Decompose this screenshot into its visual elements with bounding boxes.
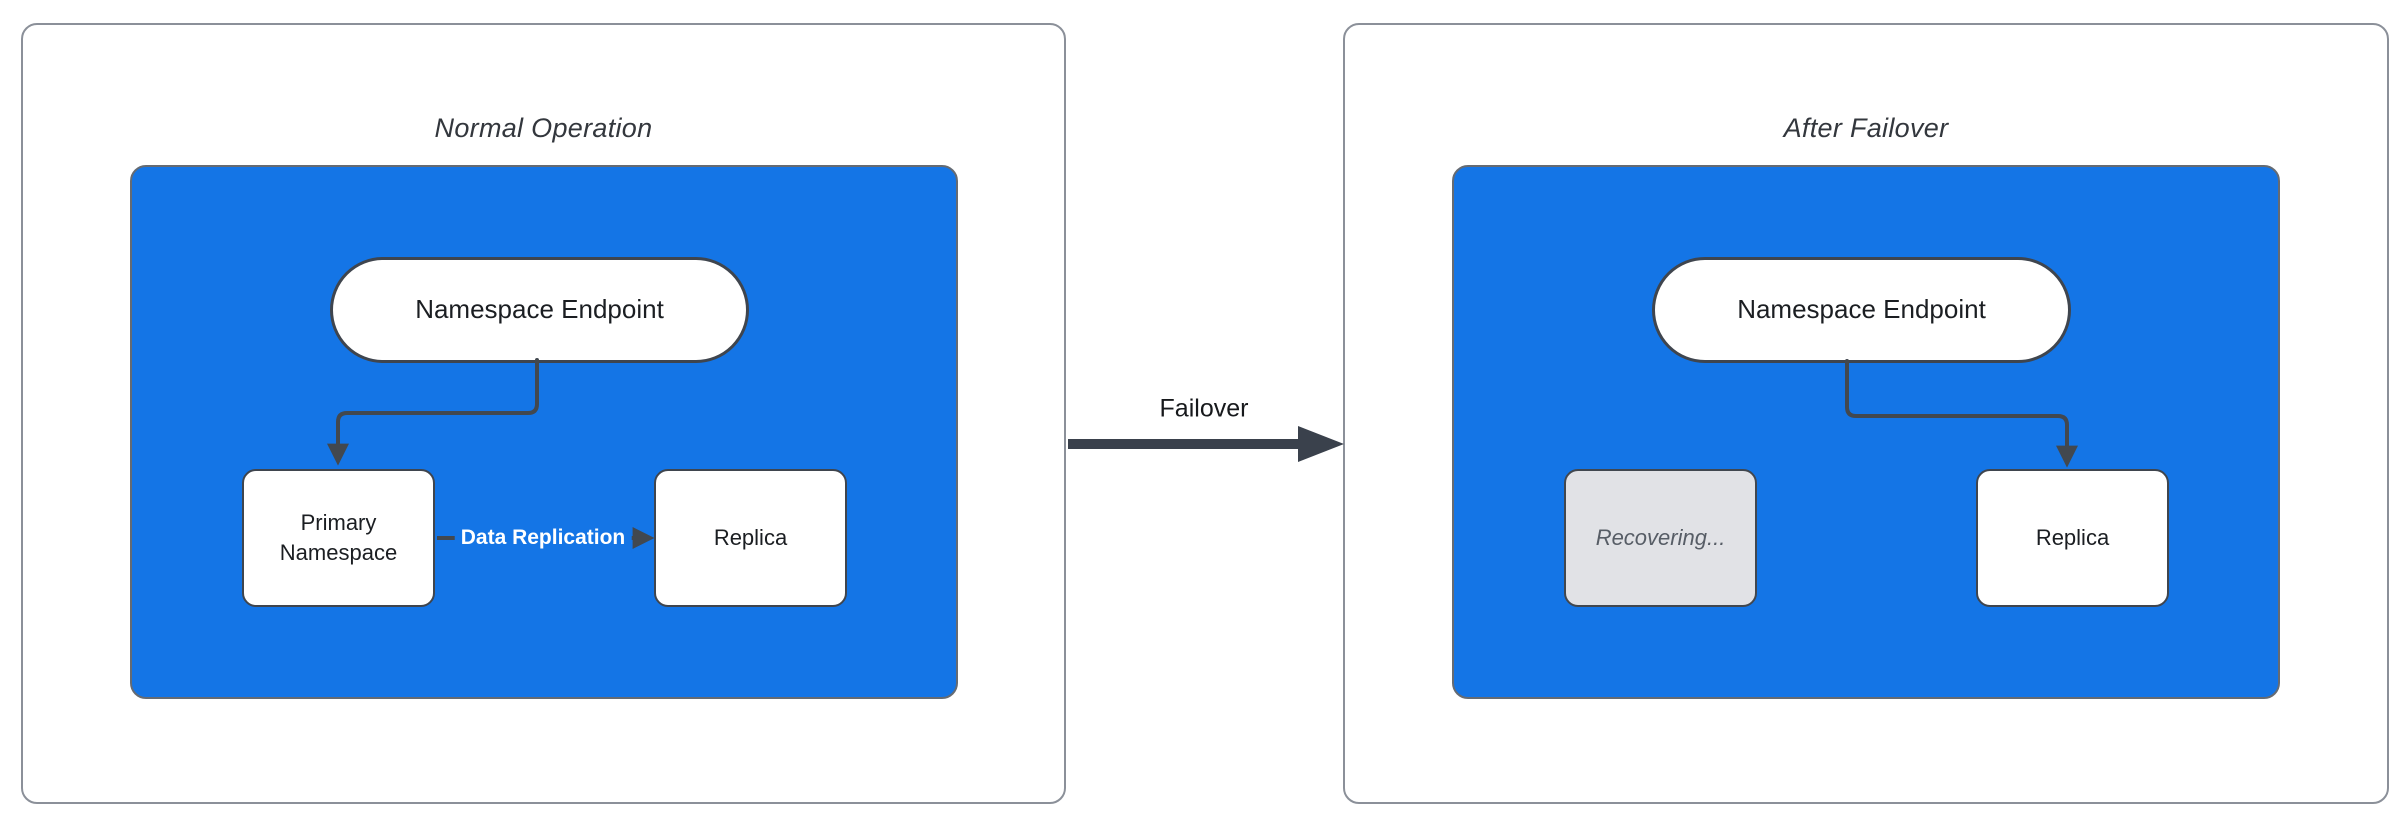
edge-label-data-replication: Data Replication [454, 523, 632, 553]
panel-title-normal-operation: Normal Operation [434, 113, 653, 143]
node-label: Replica [2035, 525, 2110, 551]
node-namespace-endpoint-left: Namespace Endpoint [330, 257, 749, 363]
node-namespace-endpoint-right: Namespace Endpoint [1652, 257, 2071, 363]
node-replica-right: Replica [1976, 469, 2169, 607]
node-label: Primary Namespace [279, 510, 398, 565]
panel-after-failover: After Failover Namespace Endpoint Recove… [1343, 23, 2389, 804]
namespace-container-failover: Namespace Endpoint Recovering... Replica [1452, 165, 2280, 699]
panel-title-after-failover: After Failover [1783, 113, 1949, 143]
node-replica-left: Replica [654, 469, 847, 607]
node-primary-namespace: Primary Namespace [242, 469, 435, 607]
namespace-container-normal: Namespace Endpoint Primary Namespace Rep… [130, 165, 958, 699]
panel-normal-operation: Normal Operation Namespace Endpoint Prim… [21, 23, 1066, 804]
node-label: Recovering... [1595, 525, 1726, 551]
node-recovering: Recovering... [1564, 469, 1757, 607]
node-label: Replica [713, 525, 788, 551]
edge-label-failover: Failover [1155, 394, 1253, 424]
failover-arrowhead-icon [1298, 426, 1344, 462]
node-label: Namespace Endpoint [415, 294, 664, 325]
node-label: Namespace Endpoint [1737, 294, 1986, 325]
